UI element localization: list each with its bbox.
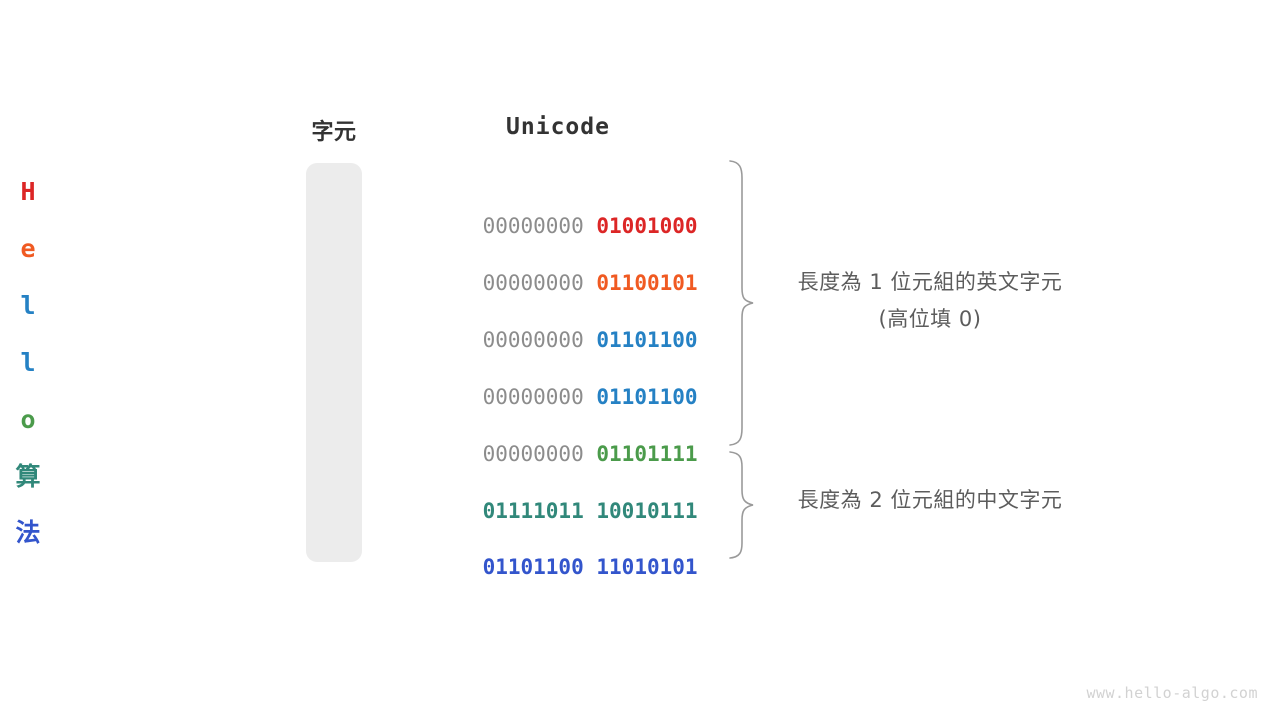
brace-two-byte-group bbox=[729, 451, 754, 559]
binary-row: 00000000 01101100 bbox=[432, 346, 698, 409]
binary-low-byte: 01100101 bbox=[596, 271, 698, 295]
binary-low-byte: 01001000 bbox=[596, 214, 698, 238]
char-column-header: 字元 bbox=[311, 120, 357, 145]
binary-row: 01101100 11010101 bbox=[432, 516, 698, 579]
binary-row: 00000000 01001000 bbox=[432, 175, 698, 238]
character-cell: H bbox=[20, 177, 36, 206]
binary-low-byte: 11010101 bbox=[596, 555, 698, 579]
unicode-column-header: Unicode bbox=[506, 114, 610, 140]
watermark: www.hello-algo.com bbox=[1086, 684, 1258, 702]
binary-high-byte: 00000000 bbox=[482, 442, 584, 466]
binary-high-byte: 00000000 bbox=[482, 385, 584, 409]
binary-high-byte: 00000000 bbox=[482, 214, 584, 238]
character-cell: o bbox=[20, 405, 36, 434]
character-column-background bbox=[306, 163, 362, 562]
annotation-one-byte-line1: 長度為 1 位元組的英文字元 bbox=[797, 270, 1063, 294]
binary-low-byte: 01101100 bbox=[596, 385, 698, 409]
character-cell: 法 bbox=[15, 518, 41, 547]
annotation-two-byte-line1: 長度為 2 位元組的中文字元 bbox=[797, 488, 1063, 512]
character-cell: e bbox=[20, 234, 36, 263]
annotation-one-byte: 長度為 1 位元組的英文字元 (高位填 0) bbox=[772, 264, 1088, 338]
binary-row: 00000000 01101100 bbox=[432, 289, 698, 352]
binary-high-byte: 00000000 bbox=[482, 328, 584, 352]
character-cell: l bbox=[20, 291, 36, 320]
binary-high-byte: 01111011 bbox=[482, 499, 584, 523]
character-cell: 算 bbox=[15, 462, 41, 491]
binary-low-byte: 01101111 bbox=[596, 442, 698, 466]
binary-row: 00000000 01101111 bbox=[432, 403, 698, 466]
binary-row: 00000000 01100101 bbox=[432, 232, 698, 295]
annotation-two-byte: 長度為 2 位元組的中文字元 bbox=[772, 482, 1088, 519]
binary-byte-gap bbox=[584, 555, 597, 579]
binary-low-byte: 10010111 bbox=[596, 499, 698, 523]
brace-one-byte-group bbox=[729, 160, 754, 446]
character-cell: l bbox=[20, 348, 36, 377]
binary-row: 01111011 10010111 bbox=[432, 460, 698, 523]
binary-high-byte: 01101100 bbox=[482, 555, 584, 579]
annotation-one-byte-line2: (高位填 0) bbox=[878, 307, 982, 331]
binary-high-byte: 00000000 bbox=[482, 271, 584, 295]
binary-low-byte: 01101100 bbox=[596, 328, 698, 352]
